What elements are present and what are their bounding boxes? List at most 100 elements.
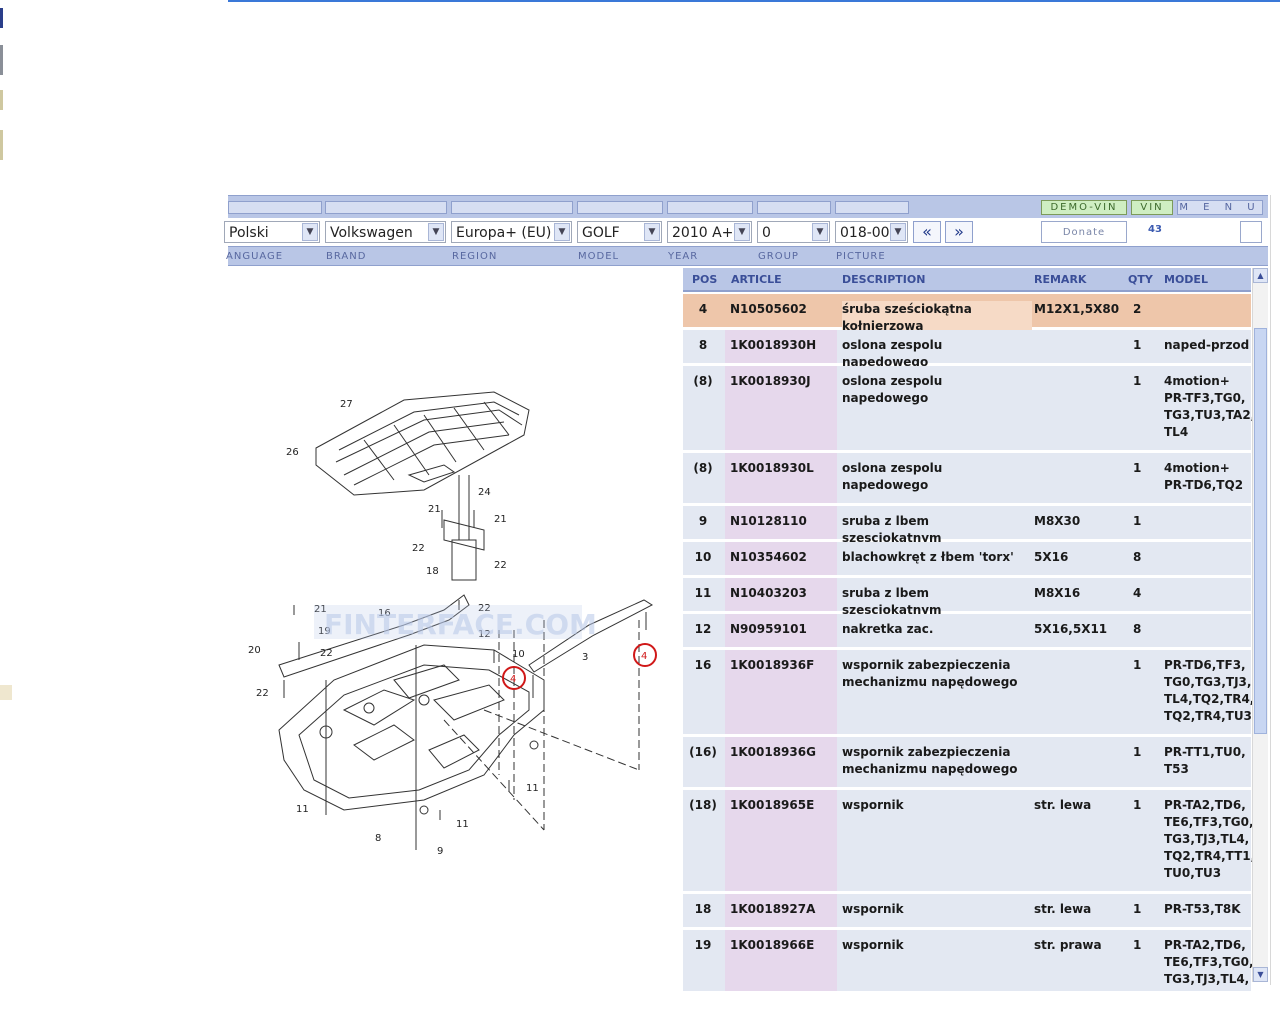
- cell-qty: 1: [1133, 514, 1142, 528]
- article-cell-bg: [725, 453, 837, 503]
- cell-remark: 5X16: [1034, 550, 1069, 564]
- svg-text:21: 21: [494, 514, 507, 525]
- table-scrollbar[interactable]: ▲ ▼: [1252, 268, 1268, 982]
- svg-text:22: 22: [256, 688, 269, 699]
- svg-text:11: 11: [526, 783, 539, 794]
- article-cell-bg: [725, 506, 837, 539]
- svg-text:22: 22: [478, 603, 491, 614]
- col-model: MODEL: [1164, 273, 1208, 286]
- svg-text:11: 11: [296, 804, 309, 815]
- svg-text:19: 19: [318, 626, 331, 637]
- cell-pos: 18: [694, 902, 712, 916]
- article-cell-bg: [725, 790, 837, 891]
- prev-picture-button[interactable]: «: [913, 221, 941, 243]
- region-slot: [451, 201, 573, 214]
- svg-text:11: 11: [456, 819, 469, 830]
- picture-value: 018-00: [840, 225, 890, 241]
- cell-model: PR-TT1,TU0, T53: [1164, 745, 1246, 776]
- left-edge-mark: [0, 45, 3, 75]
- col-article: ARTICLE: [731, 273, 782, 286]
- donate-button[interactable]: Donate: [1041, 221, 1127, 243]
- cell-pos: 19: [694, 938, 712, 952]
- chevron-down-icon: ▼: [428, 223, 444, 241]
- cell-article: 1K0018936F: [730, 658, 815, 672]
- cell-pos: (8): [693, 374, 713, 388]
- region-select[interactable]: Europa+ (EU)▼: [451, 221, 572, 243]
- svg-text:10: 10: [512, 649, 525, 660]
- scroll-up-icon[interactable]: ▲: [1253, 268, 1268, 283]
- visitor-count: 43: [1148, 224, 1162, 235]
- svg-text:24: 24: [478, 487, 491, 498]
- language-select[interactable]: Polski▼: [224, 221, 320, 243]
- window-right-edge: [1270, 195, 1281, 985]
- cell-description: śruba sześciokątna kołnierzowa: [842, 301, 1032, 335]
- language-label: ANGUAGE: [226, 251, 284, 262]
- cell-article: 1K0018965E: [730, 798, 815, 812]
- article-cell-bg: [725, 737, 837, 787]
- cell-qty: 8: [1133, 622, 1142, 636]
- col-pos: POS: [692, 273, 718, 286]
- brand-slot: [325, 201, 447, 214]
- cell-qty: 2: [1133, 302, 1142, 316]
- region-value: Europa+ (EU): [456, 225, 552, 241]
- menu-button[interactable]: M E N U: [1177, 200, 1263, 215]
- cell-qty: 1: [1133, 902, 1142, 916]
- chevron-down-icon: ▼: [554, 223, 570, 241]
- year-slot: [667, 201, 753, 214]
- svg-text:27: 27: [340, 399, 353, 410]
- cell-pos: (18): [689, 798, 717, 812]
- small-box[interactable]: [1240, 221, 1262, 243]
- picture-select[interactable]: 018-00▼: [835, 221, 908, 243]
- language-value: Polski: [229, 225, 269, 241]
- cell-description: sruba z lbem szesciokatnym: [842, 514, 942, 545]
- year-select[interactable]: 2010 A+▼: [667, 221, 752, 243]
- cell-pos: (16): [689, 745, 717, 759]
- cell-pos: 12: [694, 622, 712, 636]
- svg-text:26: 26: [286, 447, 299, 458]
- svg-text:22: 22: [494, 560, 507, 571]
- group-value: 0: [762, 225, 771, 241]
- model-select[interactable]: GOLF▼: [577, 221, 662, 243]
- svg-text:9: 9: [437, 846, 443, 857]
- demo-vin-button[interactable]: DEMO-VIN: [1041, 200, 1127, 215]
- chevron-down-icon: ▼: [890, 223, 906, 241]
- cell-qty: 1: [1133, 461, 1142, 475]
- cell-pos: 11: [694, 586, 712, 600]
- brand-select[interactable]: Volkswagen▼: [325, 221, 446, 243]
- article-cell-bg: [725, 614, 837, 647]
- cell-model: naped-przod: [1164, 338, 1250, 352]
- cell-model: PR-T53,T8K: [1164, 902, 1241, 916]
- cell-model: PR-TA2,TD6, TE6,TF3,TG0, TG3,TJ3,TL4, TQ…: [1164, 798, 1256, 880]
- svg-text:4: 4: [510, 674, 516, 685]
- cell-description: oslona zespolu napedowego: [842, 338, 943, 369]
- group-select[interactable]: 0▼: [757, 221, 830, 243]
- model-label: MODEL: [578, 251, 620, 262]
- picture-label: PICTURE: [836, 251, 886, 262]
- cell-qty: 1: [1133, 658, 1142, 672]
- next-picture-button[interactable]: »: [945, 221, 973, 243]
- vin-button[interactable]: VIN: [1131, 200, 1173, 215]
- cell-description: wspornik zabezpieczenia mechanizmu napęd…: [842, 745, 1018, 776]
- svg-text:20: 20: [248, 645, 261, 656]
- region-label: REGION: [452, 251, 498, 262]
- scroll-thumb[interactable]: [1254, 328, 1267, 734]
- cell-article: N10505602: [730, 302, 807, 316]
- scroll-down-icon[interactable]: ▼: [1253, 967, 1268, 982]
- model-slot: [577, 201, 663, 214]
- chevron-down-icon: ▼: [644, 223, 660, 241]
- cell-remark: M8X16: [1034, 586, 1081, 600]
